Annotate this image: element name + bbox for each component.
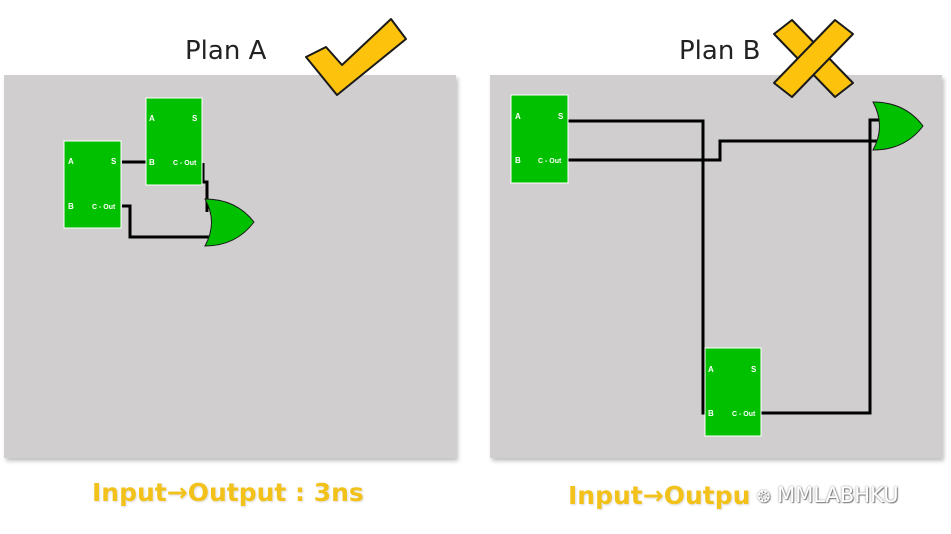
plan-a-caption: Input→Output : 3ns bbox=[92, 478, 364, 507]
pin-cout-label: C - Out bbox=[92, 204, 116, 211]
watermark: ❂ MMLABHKU bbox=[757, 483, 899, 507]
plan-a-panel bbox=[4, 75, 456, 458]
plan-b-adder-bottom: A S B C - Out bbox=[704, 347, 762, 437]
plan-b-circuit: A S B C - Out A S B C - Out bbox=[510, 94, 924, 437]
wire-sum-down bbox=[568, 119, 708, 415]
pin-s-label: S bbox=[751, 365, 757, 374]
pin-b-label: B bbox=[515, 156, 521, 165]
pin-b-label: B bbox=[708, 409, 714, 418]
pin-s-label: S bbox=[192, 114, 198, 123]
pin-a-label: A bbox=[515, 112, 521, 121]
pin-a-label: A bbox=[708, 365, 714, 374]
wire-cout-left-to-or bbox=[122, 204, 212, 239]
plan-a-adder-left: A S B C - Out bbox=[63, 140, 122, 229]
wire-cout-top-to-or bbox=[568, 139, 877, 162]
wire-cout-to-or bbox=[201, 163, 209, 212]
pin-b-label: B bbox=[149, 158, 155, 167]
pin-a-label: A bbox=[68, 157, 74, 166]
pin-s-label: S bbox=[111, 157, 117, 166]
pin-s-label: S bbox=[558, 112, 564, 121]
plan-b-title: Plan B bbox=[679, 36, 761, 66]
wechat-icon: ❂ bbox=[757, 487, 771, 506]
plan-b-or-gate bbox=[872, 101, 924, 151]
pin-b-label: B bbox=[68, 202, 74, 211]
cross-mark-icon bbox=[773, 19, 854, 98]
pin-a-label: A bbox=[149, 114, 155, 123]
watermark-text: MMLABHKU bbox=[777, 483, 899, 507]
plan-b-caption: Input→Outpu bbox=[568, 481, 751, 510]
pin-cout-label: C - Out bbox=[538, 158, 562, 165]
wire-cout-bottom-to-or bbox=[760, 118, 880, 415]
plan-a-or-gate bbox=[204, 198, 255, 247]
pin-cout-label: C - Out bbox=[732, 411, 756, 418]
pin-cout-label: C - Out bbox=[173, 160, 197, 167]
plan-a-adder-top: A S B C - Out bbox=[145, 97, 203, 186]
check-mark-icon bbox=[305, 18, 407, 96]
plan-a-circuit: A S B C - Out A S B C - Out bbox=[63, 97, 255, 247]
plan-a-title: Plan A bbox=[185, 36, 267, 66]
plan-b-adder-top: A S B C - Out bbox=[510, 94, 569, 184]
